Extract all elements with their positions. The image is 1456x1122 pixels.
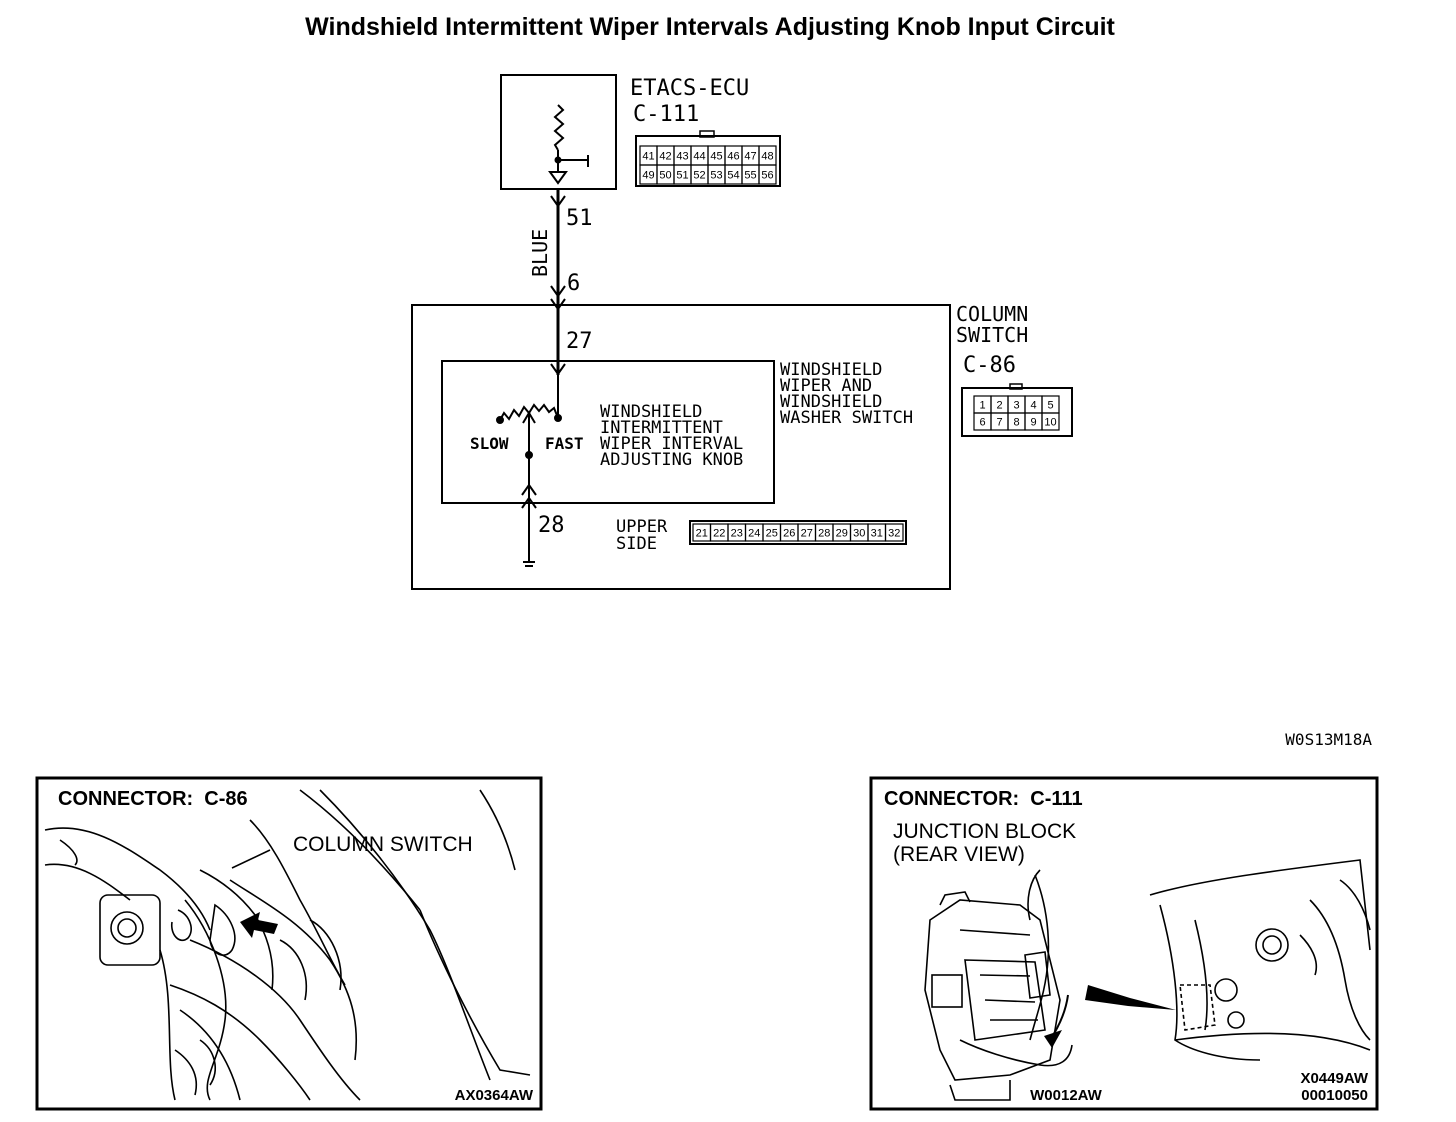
ecu-pin-label: 51 xyxy=(566,206,593,231)
svg-text:ADJUSTING KNOB: ADJUSTING KNOB xyxy=(600,450,743,470)
c111-pin-label: 43 xyxy=(676,150,688,162)
svg-text:WIPER AND: WIPER AND xyxy=(780,376,872,396)
upper-side-pin-cell xyxy=(884,523,904,542)
right-panel-label-2: (REAR VIEW) xyxy=(893,843,1025,866)
c111-pin-label: 54 xyxy=(727,169,739,181)
c111-pin-label: 50 xyxy=(659,169,671,181)
c111-pin-label: 49 xyxy=(642,169,654,181)
right-panel-label-1: JUNCTION BLOCK xyxy=(893,820,1076,843)
upper-side-pin-label: 26 xyxy=(783,527,795,539)
upper-side-pin-label: 24 xyxy=(748,527,760,539)
c111-pin-label: 44 xyxy=(693,150,705,162)
left-panel-heading: CONNECTOR: C-86 xyxy=(58,788,248,810)
right-connector-panel: CONNECTOR: C-111 JUNCTION BLOCK (REAR VI… xyxy=(869,776,1379,1111)
ecu-connector-id: C-111 xyxy=(633,102,699,127)
c111-pin-label: 47 xyxy=(744,150,756,162)
upper-side-label-1: UPPER xyxy=(616,517,668,537)
page-title: Windshield Intermittent Wiper Intervals … xyxy=(305,13,1115,41)
upper-side-pin-label: 29 xyxy=(836,527,848,539)
svg-text:WINDSHIELD: WINDSHIELD xyxy=(780,392,882,412)
upper-side-pin-label: 31 xyxy=(871,527,883,539)
upper-side-label-2: SIDE xyxy=(616,534,657,554)
c111-pin-label: 53 xyxy=(710,169,722,181)
pin-28-label: 28 xyxy=(538,513,565,538)
c86-pin-label: 2 xyxy=(996,399,1002,411)
c111-pin-label: 56 xyxy=(761,169,773,181)
variable-resistor-symbol xyxy=(496,375,562,567)
c111-pin-label: 46 xyxy=(727,150,739,162)
upper-side-connector-face: 21 22 23 24 25 26 27 28 29 30 31 32 xyxy=(689,520,907,545)
knob-box xyxy=(441,360,775,504)
c86-pin-label: 6 xyxy=(979,416,985,428)
upper-side-pin-label: 32 xyxy=(888,527,900,539)
svg-text:WINDSHIELD: WINDSHIELD xyxy=(780,360,882,380)
fast-label: FAST xyxy=(545,434,584,453)
left-panel-label: COLUMN SWITCH xyxy=(293,833,473,856)
right-panel-code-right-1: X0449AW xyxy=(1300,1070,1368,1087)
ecu-resistor-symbol xyxy=(548,104,589,185)
slow-label: SLOW xyxy=(470,434,509,453)
steering-column-illustration xyxy=(44,789,531,1101)
upper-side-pin-label: 28 xyxy=(818,527,830,539)
c111-pin-label: 52 xyxy=(693,169,705,181)
svg-text:WINDSHIELD: WINDSHIELD xyxy=(600,402,702,422)
pin-27-label: 27 xyxy=(566,329,593,354)
upper-side-pin-label: 22 xyxy=(713,527,725,539)
c86-pin-label: 4 xyxy=(1030,399,1036,411)
upper-side-pin-label: 25 xyxy=(766,527,778,539)
knob-label: WINDSHIELD INTERMITTENT WIPER INTERVAL A… xyxy=(600,402,743,470)
c111-connector-face: 41 42 43 44 45 46 47 48 49 50 51 52 53 54 55 56 xyxy=(635,130,781,187)
upper-side-pin-label: 23 xyxy=(731,527,743,539)
c86-pin-label: 3 xyxy=(1013,399,1019,411)
upper-side-pin-label: 21 xyxy=(696,527,708,539)
etacs-ecu-box xyxy=(500,74,617,190)
right-panel-code-right-2: 00010050 xyxy=(1301,1087,1368,1104)
c111-pin-label: 42 xyxy=(659,150,671,162)
wire-color-label: BLUE xyxy=(528,229,552,277)
switch-pin-label: 6 xyxy=(567,271,580,296)
upper-side-pin-label: 30 xyxy=(853,527,865,539)
c111-pin-label: 51 xyxy=(676,169,688,181)
c86-pin-label: 10 xyxy=(1044,416,1056,428)
left-panel-code: AX0364AW xyxy=(455,1087,534,1104)
c111-pin-label: 41 xyxy=(642,150,654,162)
junction-block-illustration xyxy=(924,859,1371,1101)
svg-text:WIPER INTERVAL: WIPER INTERVAL xyxy=(600,434,743,454)
c86-pin-label: 1 xyxy=(979,399,985,411)
right-panel-heading: CONNECTOR: C-111 xyxy=(884,788,1083,810)
c86-pin-label: 7 xyxy=(996,416,1002,428)
column-switch-box xyxy=(411,304,951,590)
c111-pin-cell xyxy=(758,164,777,185)
blue-wire xyxy=(550,190,566,376)
c86-pin-cell xyxy=(1041,412,1060,431)
drawing-code: W0S13M18A xyxy=(1285,730,1372,749)
upper-side-pin-label: 27 xyxy=(801,527,813,539)
c111-pin-label: 45 xyxy=(710,150,722,162)
c86-pin-label: 5 xyxy=(1047,399,1053,411)
svg-text:INTERMITTENT: INTERMITTENT xyxy=(600,418,723,438)
column-switch-name-2: SWITCH xyxy=(956,323,1028,347)
c111-pin-label: 55 xyxy=(744,169,756,181)
ecu-name: ETACS-ECU xyxy=(630,76,749,101)
left-connector-panel: CONNECTOR: C-86 COLUMN SWITCH AX0364AW xyxy=(35,776,543,1111)
washer-switch-label: WINDSHIELD WIPER AND WINDSHIELD WASHER S… xyxy=(780,360,913,428)
column-switch-name-1: COLUMN xyxy=(956,302,1028,326)
left-arrow-icon xyxy=(240,912,278,938)
c86-pin-label: 8 xyxy=(1013,416,1019,428)
c86-pin-label: 9 xyxy=(1030,416,1036,428)
c111-pin-label: 48 xyxy=(761,150,773,162)
right-small-arrowhead-icon xyxy=(1044,1030,1062,1048)
right-arrow-icon xyxy=(1085,985,1176,1010)
right-panel-code-left: W0012AW xyxy=(1030,1087,1103,1104)
svg-text:WASHER SWITCH: WASHER SWITCH xyxy=(780,408,913,428)
column-switch-connector-id: C-86 xyxy=(963,353,1016,378)
